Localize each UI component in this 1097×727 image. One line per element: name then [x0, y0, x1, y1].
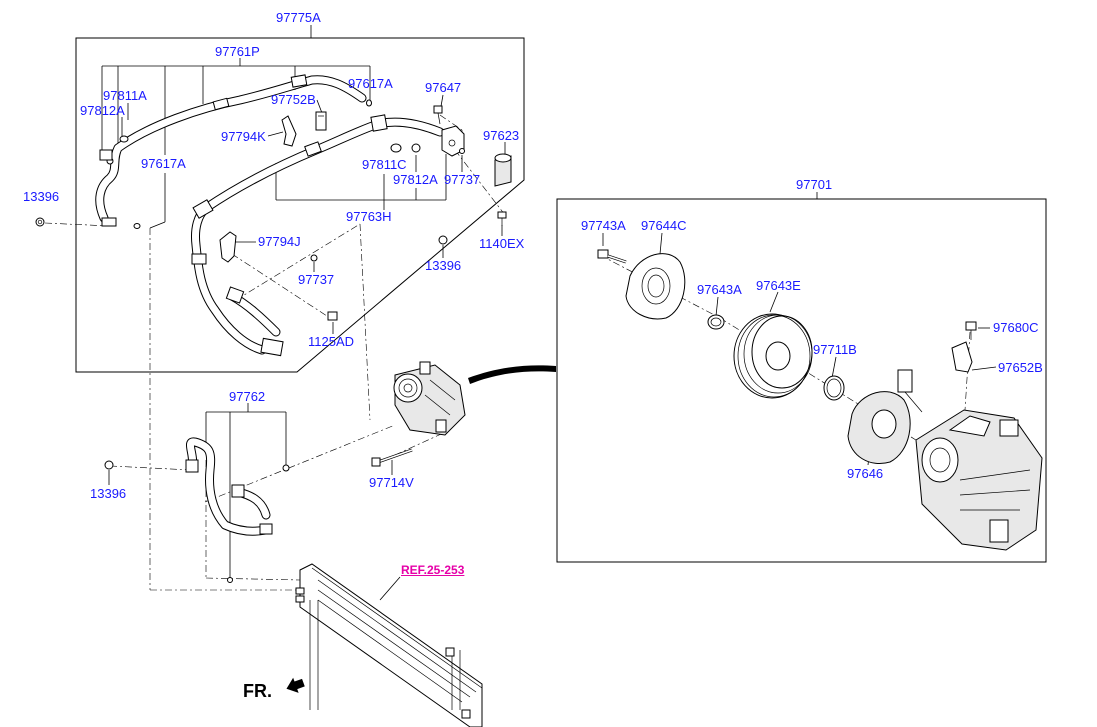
- label-13396-left[interactable]: 13396: [23, 189, 60, 204]
- label-97811A[interactable]: 97811A: [103, 88, 147, 103]
- label-97643A[interactable]: 97643A: [697, 282, 742, 297]
- label-97743A[interactable]: 97743A: [581, 218, 626, 233]
- label-97680C[interactable]: 97680C: [993, 320, 1039, 335]
- label-97714V[interactable]: 97714V: [369, 475, 414, 490]
- ref-link-25-253[interactable]: REF.25-253: [401, 563, 465, 577]
- frame-97701: [556, 198, 1047, 563]
- label-97617A-left[interactable]: 97617A: [141, 156, 186, 171]
- label-97711B[interactable]: 97711B: [813, 342, 857, 357]
- label-97812A-mid[interactable]: 97812A: [393, 172, 438, 187]
- label-13396-low[interactable]: 13396: [90, 486, 127, 501]
- label-97644C[interactable]: 97644C: [641, 218, 687, 233]
- label-97617A-top[interactable]: 97617A: [348, 76, 393, 91]
- label-1125AD[interactable]: 1125AD: [308, 334, 355, 349]
- label-97812A-left[interactable]: 97812A: [80, 103, 125, 118]
- label-97811C[interactable]: 97811C: [362, 157, 407, 172]
- label-97763H[interactable]: 97763H: [346, 209, 392, 224]
- compressor-small: [393, 361, 466, 436]
- small-parts-upper: [35, 99, 512, 321]
- label-97643E[interactable]: 97643E: [756, 278, 801, 293]
- bolt-97714V: [371, 448, 413, 467]
- label-97646[interactable]: 97646: [847, 466, 884, 481]
- label-97794J[interactable]: 97794J: [258, 234, 301, 249]
- label-97701[interactable]: 97701: [796, 177, 833, 192]
- frame-97775A: [75, 37, 525, 373]
- label-97623[interactable]: 97623: [483, 128, 520, 143]
- label-97647[interactable]: 97647: [425, 80, 462, 95]
- hose-97762: [104, 437, 290, 583]
- hose-97763H: [191, 114, 445, 357]
- label-97652B[interactable]: 97652B: [998, 360, 1043, 375]
- leader-lines: [101, 25, 997, 601]
- label-1140EX[interactable]: 1140EX: [479, 236, 525, 251]
- label-97762[interactable]: 97762: [229, 389, 266, 404]
- label-97775A[interactable]: 97775A: [276, 10, 321, 25]
- label-13396-mid[interactable]: 13396: [425, 258, 462, 273]
- label-97761P[interactable]: 97761P: [215, 44, 260, 59]
- label-97737-right[interactable]: 97737: [444, 172, 481, 187]
- front-arrow-icon: [286, 677, 305, 693]
- condenser: [295, 563, 483, 727]
- label-97737-mid[interactable]: 97737: [298, 272, 335, 287]
- front-direction-label: FR.: [243, 681, 272, 701]
- detail-parts: [597, 249, 1043, 551]
- hose-97761P: [95, 74, 367, 223]
- label-97794K[interactable]: 97794K: [221, 129, 266, 144]
- detail-pointer: [468, 365, 556, 384]
- label-97752B[interactable]: 97752B: [271, 92, 316, 107]
